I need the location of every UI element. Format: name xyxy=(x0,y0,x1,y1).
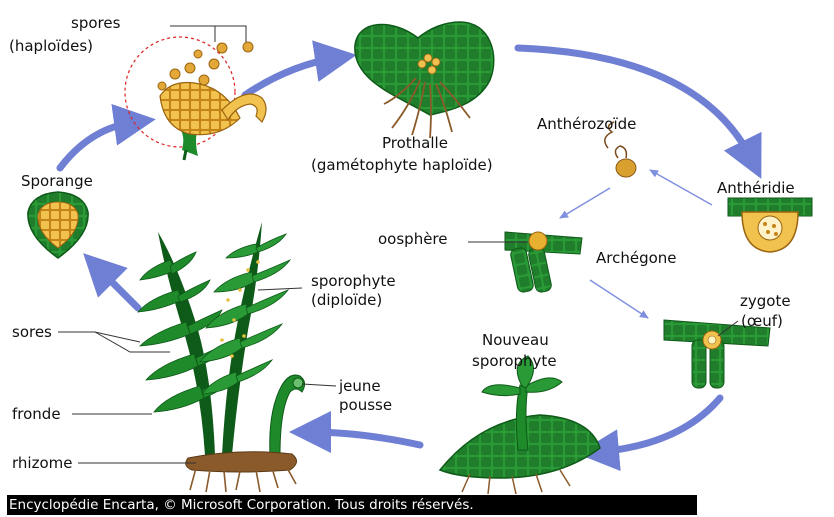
sporangium-releasing-spores xyxy=(125,37,266,160)
arrow-nouveau-to-fern xyxy=(310,432,420,445)
label-nouveau-sporophyte: sporophyte xyxy=(472,352,557,370)
label-nouveau: Nouveau xyxy=(482,331,549,349)
arrow-sporange-to-spores xyxy=(60,122,135,168)
arrow-antherozoide-to-oosphere xyxy=(560,188,610,218)
arrow-fern-to-sporange xyxy=(98,268,138,308)
rhizome xyxy=(186,452,297,472)
new-sporophyte xyxy=(440,356,600,494)
label-pousse: pousse xyxy=(339,396,392,414)
arrow-spores-to-prothalle xyxy=(245,58,336,95)
prothalle xyxy=(355,22,494,138)
label-rhizome: rhizome xyxy=(12,454,72,472)
label-diploide: (diploïde) xyxy=(311,291,382,309)
label-sores: sores xyxy=(12,323,52,341)
arrow-archegone-to-zygote xyxy=(590,280,648,318)
arrow-zygote-to-nouveau xyxy=(598,398,720,452)
label-oeuf: (œuf) xyxy=(741,312,783,330)
zygote-archegonium xyxy=(664,320,770,388)
label-spores: spores xyxy=(71,14,121,32)
label-jeune: jeune xyxy=(338,377,381,395)
thin-arrows xyxy=(560,170,712,318)
label-fronde: fronde xyxy=(12,405,61,423)
label-prothalle: Prothalle xyxy=(382,134,448,152)
label-oosphere: oosphère xyxy=(378,230,448,248)
label-spores-haploid: (haploïdes) xyxy=(9,37,93,55)
sporangium xyxy=(28,192,88,258)
fern-sporophyte xyxy=(138,222,305,492)
label-sporophyte: sporophyte xyxy=(311,272,396,290)
label-gametophyte: (gamétophyte haploïde) xyxy=(311,156,493,174)
antheridium xyxy=(728,198,812,252)
label-zygote: zygote xyxy=(740,292,791,310)
arrow-prothalle-to-antheridie xyxy=(518,48,752,160)
archegonium xyxy=(505,232,582,293)
copyright-footer: Encyclopédie Encarta, © Microsoft Corpor… xyxy=(7,495,697,515)
label-archegone: Archégone xyxy=(596,249,677,267)
arrow-antheridie-to-antherozoide xyxy=(650,170,712,205)
label-antherozoide: Anthérozoïde xyxy=(537,115,636,133)
label-antheridie: Anthéridie xyxy=(717,179,795,197)
label-sporange: Sporange xyxy=(21,172,93,190)
